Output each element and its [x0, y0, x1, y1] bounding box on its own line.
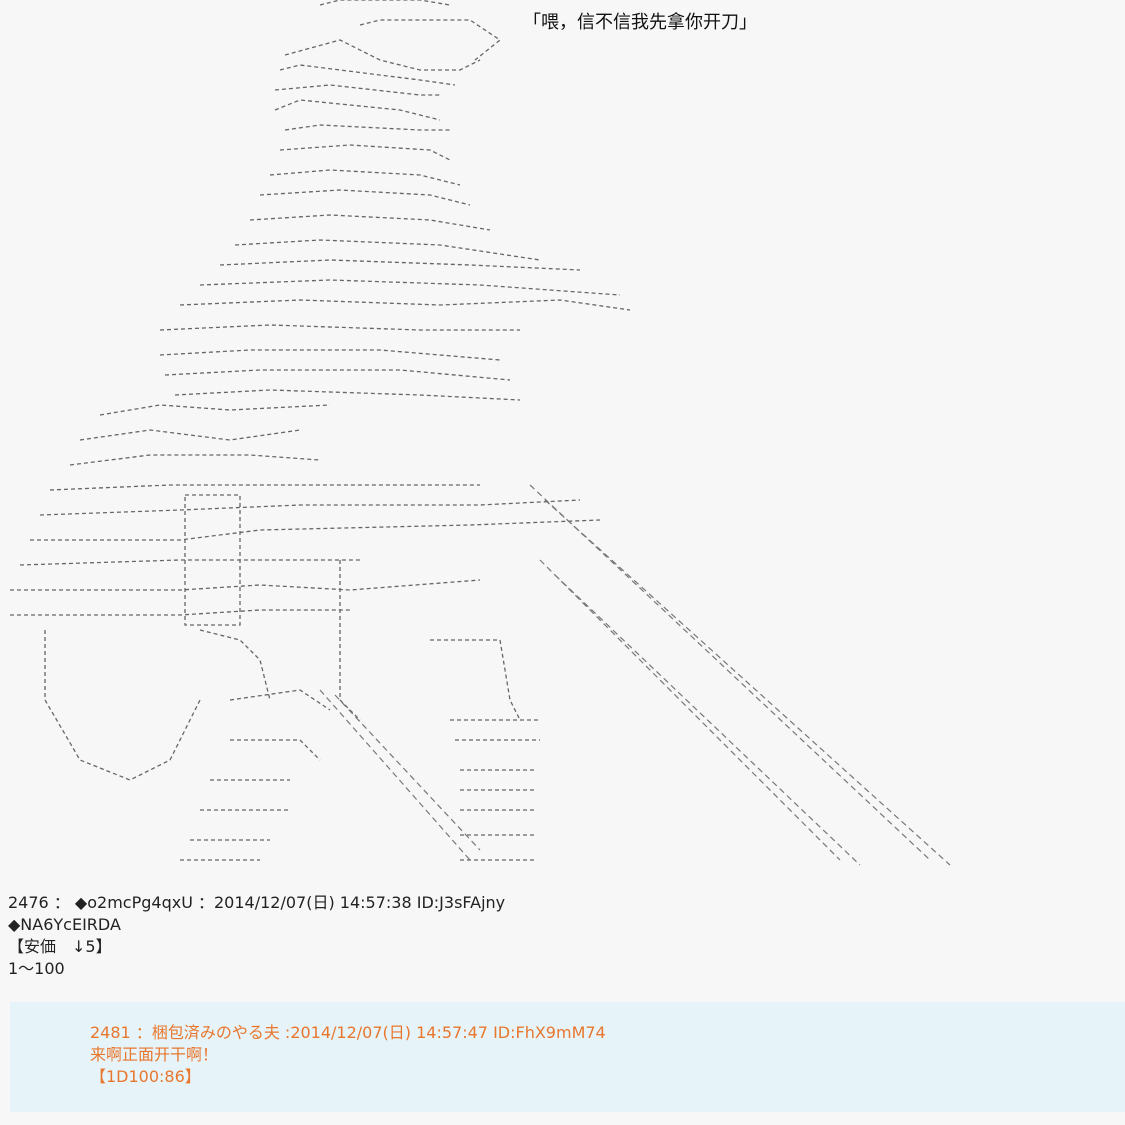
post-line-anka: 【安価 ↓5】	[8, 937, 112, 956]
reply-content: 2481 ：梱包済みのやる夫 :2014/12/07(日) 14:57:47 I…	[90, 1022, 606, 1088]
post-id[interactable]: ID:J3sFAjny	[416, 893, 506, 912]
speech-text: 「喂，信不信我先拿你开刀」	[523, 12, 757, 33]
post-date: ：2014/12/07(日) 14:57:38	[198, 893, 412, 912]
reply-name: ：梱包済みのやる夫	[135, 1023, 280, 1042]
reply-header: 2481 ：梱包済みのやる夫 :2014/12/07(日) 14:57:47 I…	[90, 1022, 606, 1044]
post-number[interactable]: 2476	[8, 893, 49, 912]
post: 2476 ： ◆o2mcPg4qxU ：2014/12/07(日) 14:57:…	[8, 892, 1108, 980]
reply-number[interactable]: 2481	[90, 1023, 131, 1042]
reply-id[interactable]: ID:FhX9mM74	[493, 1023, 606, 1042]
reply-date: :2014/12/07(日) 14:57:47	[284, 1023, 488, 1042]
post-separator: ：	[53, 893, 70, 912]
post-line-trip: ◆NA6YcEIRDA	[8, 915, 121, 934]
reply-dice: 【1D100:86】	[90, 1067, 201, 1086]
ascii-art-drawing	[10, 0, 951, 866]
post-header: 2476 ： ◆o2mcPg4qxU ：2014/12/07(日) 14:57:…	[8, 892, 1108, 914]
ascii-art-illustration	[10, 0, 951, 866]
post-line-range: 1～100	[8, 959, 65, 978]
post-trip: ◆o2mcPg4qxU	[74, 893, 193, 912]
reply-body: 来啊正面开干啊！	[90, 1045, 219, 1064]
reply-box: 2481 ：梱包済みのやる夫 :2014/12/07(日) 14:57:47 I…	[10, 1002, 1125, 1112]
